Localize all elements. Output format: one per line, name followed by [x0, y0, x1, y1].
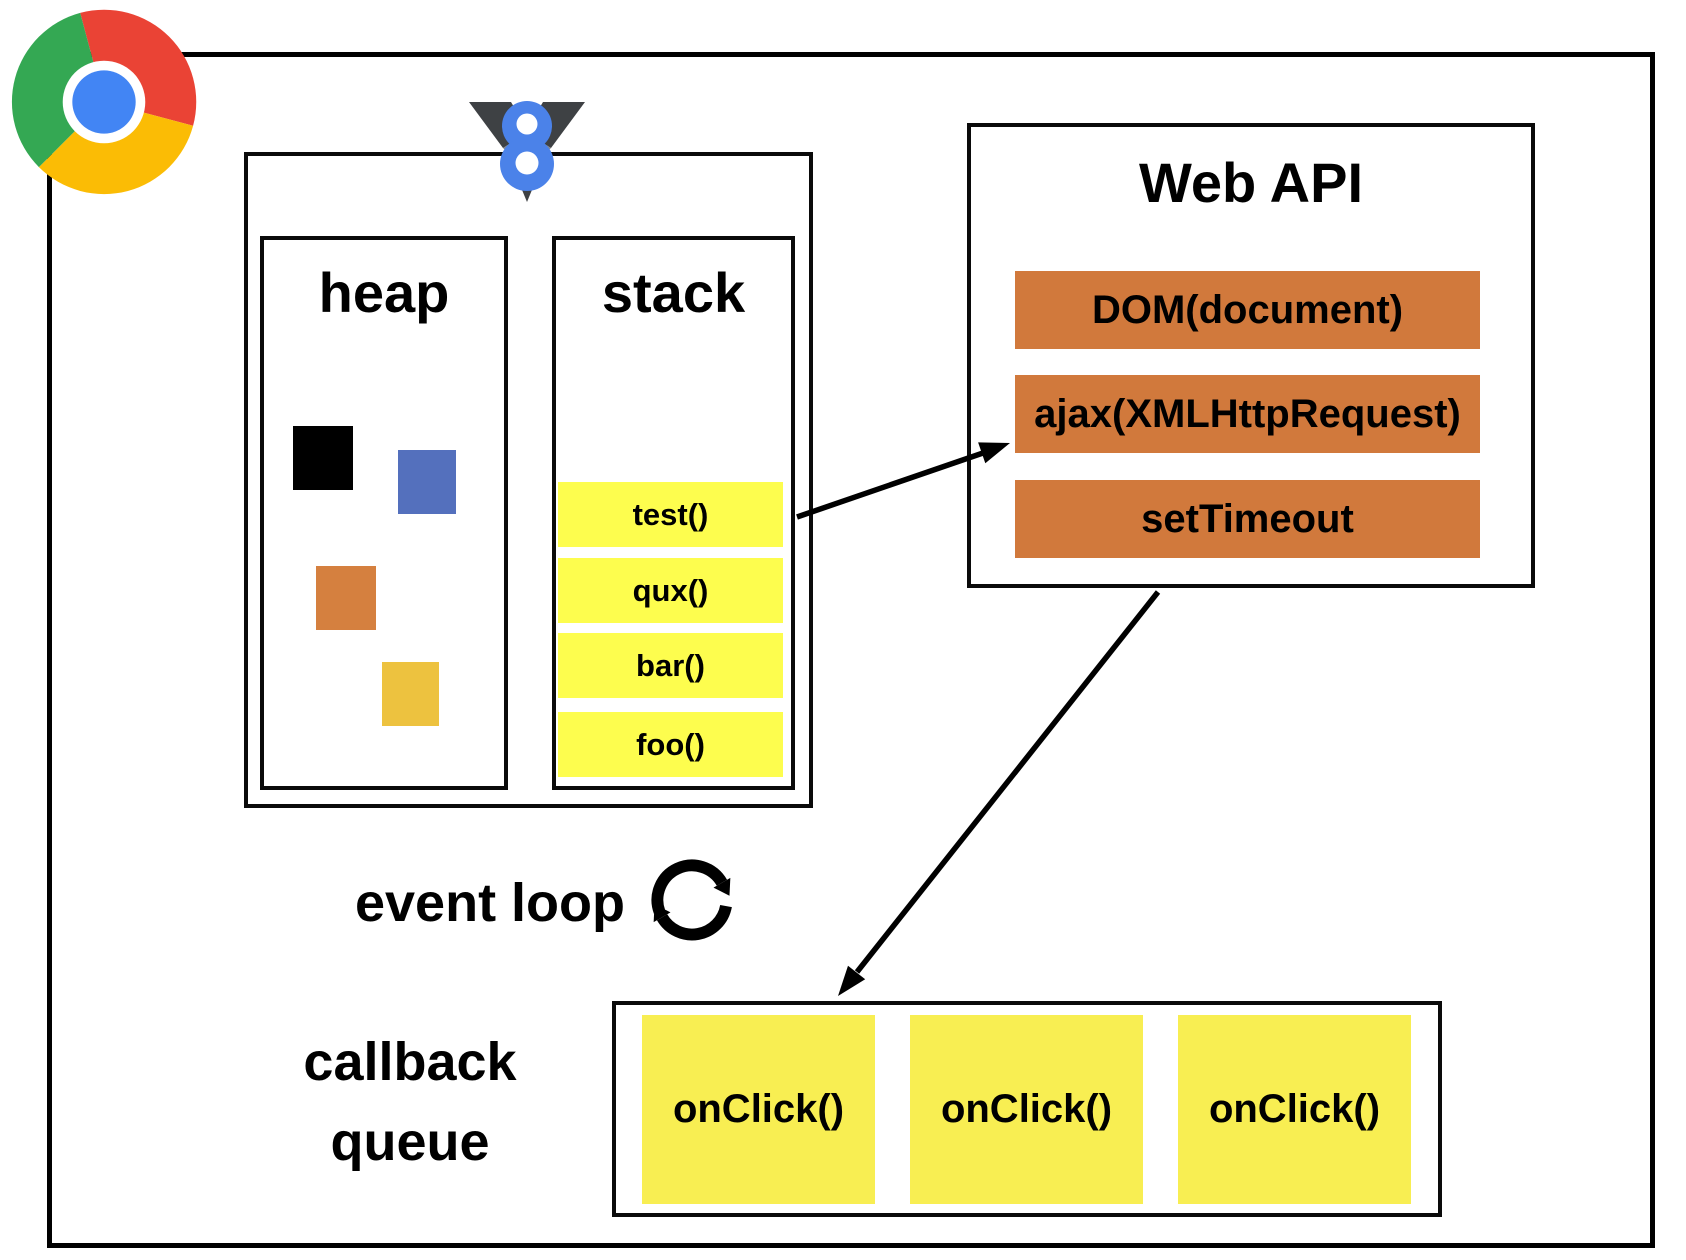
- heap-block-orange: [316, 566, 376, 630]
- loop-arrows-icon: [651, 859, 732, 941]
- stack-frame: foo(): [558, 712, 783, 777]
- heap-block-black: [293, 426, 353, 490]
- stack-frame: bar(): [558, 633, 783, 698]
- callback-queue-item: onClick(): [910, 1015, 1143, 1204]
- callback-queue-item: onClick(): [1178, 1015, 1411, 1204]
- chrome-logo-icon: [11, 9, 197, 195]
- callback-queue-label: callback queue: [260, 1022, 560, 1182]
- stack-box: stack: [552, 236, 795, 790]
- web-api-item: ajax(XMLHttpRequest): [1015, 375, 1480, 453]
- browser-window-border: [47, 52, 1655, 1248]
- web-api-item: setTimeout: [1015, 480, 1480, 558]
- web-api-item: DOM(document): [1015, 271, 1480, 349]
- event-loop-label: event loop: [354, 873, 626, 933]
- callback-queue-label-line2: queue: [330, 1112, 490, 1172]
- heap-box: heap: [260, 236, 508, 790]
- heap-block-gold: [382, 662, 439, 726]
- heap-label: heap: [318, 261, 450, 324]
- callback-queue-item: onClick(): [642, 1015, 875, 1204]
- stack-label: stack: [601, 261, 746, 324]
- stack-frame: test(): [558, 482, 783, 547]
- heap-block-blue: [398, 450, 456, 514]
- v8-logo-icon: [469, 101, 585, 202]
- stack-frame: qux(): [558, 558, 783, 623]
- web-api-title: Web API: [1138, 151, 1364, 214]
- web-api-box: [967, 123, 1535, 588]
- callback-queue-box: [612, 1001, 1442, 1217]
- callback-queue-label-line1: callback: [303, 1032, 517, 1092]
